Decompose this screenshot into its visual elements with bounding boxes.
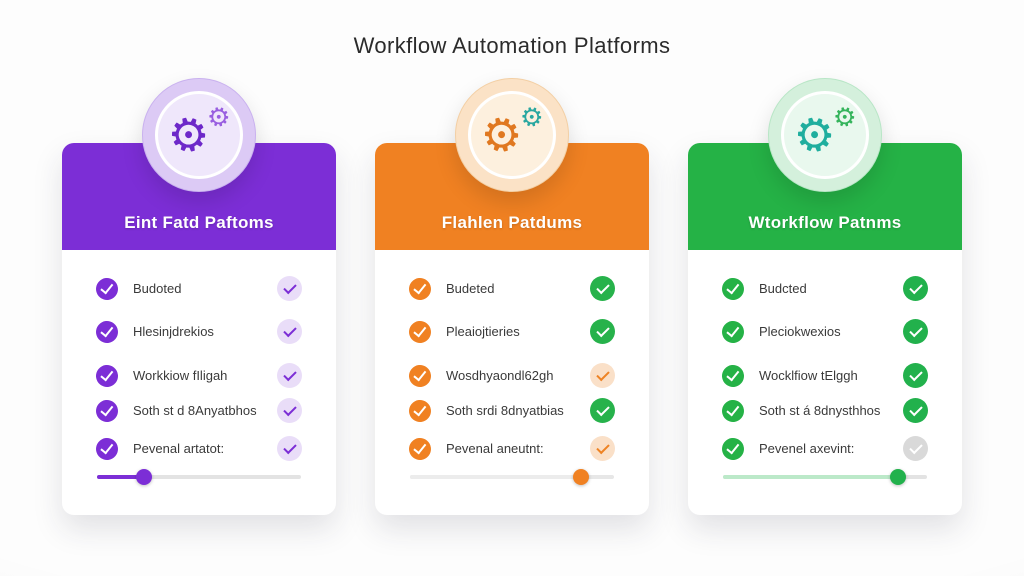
page-title: Workflow Automation Platforms bbox=[353, 33, 671, 58]
check-icon bbox=[407, 436, 433, 461]
feature-row: Budoted bbox=[94, 276, 302, 301]
slider-track[interactable] bbox=[410, 469, 614, 485]
status-check-icon[interactable] bbox=[590, 398, 615, 423]
check-icon bbox=[720, 276, 746, 301]
status-check-icon[interactable] bbox=[903, 319, 928, 344]
feature-label: Pevenal aneutnt: bbox=[446, 441, 544, 456]
status-check-icon[interactable] bbox=[903, 436, 928, 461]
card-title: Eint Fatd Paftoms bbox=[124, 213, 274, 232]
feature-row: Wosdhyaondl62gh bbox=[407, 363, 615, 388]
feature-row: Soth st d 8Anyatbhos bbox=[94, 398, 302, 423]
slider-track[interactable] bbox=[723, 469, 927, 485]
feature-row: Hlesinjdrekios bbox=[94, 319, 302, 344]
feature-label: Pevenal artatot: bbox=[133, 441, 225, 456]
feature-label: Wosdhyaondl62gh bbox=[446, 368, 554, 383]
slider-fill bbox=[410, 475, 582, 479]
check-icon bbox=[720, 398, 746, 423]
progress-slider[interactable] bbox=[96, 469, 302, 485]
check-icon bbox=[720, 363, 746, 388]
check-icon bbox=[407, 276, 433, 301]
status-check-icon[interactable] bbox=[590, 436, 615, 461]
check-icon bbox=[94, 363, 120, 388]
gear-icon-small: ⚙ bbox=[201, 98, 235, 136]
feature-row: Pevenal aneutnt: bbox=[407, 436, 615, 461]
slider-handle[interactable] bbox=[135, 469, 152, 485]
gears-icon: ⚙ ⚙ bbox=[781, 91, 869, 179]
feature-row: Pleaiojtieries bbox=[407, 319, 615, 344]
check-icon bbox=[407, 319, 433, 344]
status-check-icon[interactable] bbox=[277, 319, 302, 344]
check-icon bbox=[94, 319, 120, 344]
platform-card-3: ⚙ ⚙ Wtorkflow Patnms Budcted Pleciokwexi… bbox=[688, 78, 962, 515]
feature-label: Soth st á 8dnysthhos bbox=[759, 403, 881, 418]
feature-row: Workkiow fIligah bbox=[94, 363, 302, 388]
feature-label: Budoted bbox=[133, 281, 182, 296]
icon-badge: ⚙ ⚙ bbox=[142, 78, 256, 192]
check-icon bbox=[94, 398, 120, 423]
feature-label: Budeted bbox=[446, 281, 495, 296]
feature-label: Hlesinjdrekios bbox=[133, 324, 214, 339]
progress-slider[interactable] bbox=[409, 469, 615, 485]
feature-label: Pleaiojtieries bbox=[446, 324, 520, 339]
slider-track[interactable] bbox=[97, 469, 301, 485]
cards-container: ⚙ ⚙ Eint Fatd Paftoms Budoted Hlesinjdre… bbox=[62, 78, 962, 515]
progress-slider[interactable] bbox=[722, 469, 928, 485]
feature-label: Workkiow fIligah bbox=[133, 368, 228, 383]
slider-handle[interactable] bbox=[573, 469, 590, 485]
status-check-icon[interactable] bbox=[277, 276, 302, 301]
slider-fill bbox=[97, 475, 144, 479]
status-check-icon[interactable] bbox=[903, 276, 928, 301]
feature-row: Soth srdi 8dnyatbias bbox=[407, 398, 615, 423]
card-title: Wtorkflow Patnms bbox=[748, 213, 902, 232]
platform-card-2: ⚙ ⚙ Flahlen Patdums Budeted Pleaiojtieri… bbox=[375, 78, 649, 515]
status-check-icon[interactable] bbox=[590, 276, 615, 301]
feature-label: Pevenel axevint: bbox=[759, 441, 855, 456]
check-icon bbox=[94, 436, 120, 461]
feature-row: Pevenal artatot: bbox=[94, 436, 302, 461]
slider-handle[interactable] bbox=[890, 469, 907, 485]
feature-label: Budcted bbox=[759, 281, 807, 296]
status-check-icon[interactable] bbox=[277, 363, 302, 388]
status-check-icon[interactable] bbox=[903, 398, 928, 423]
status-check-icon[interactable] bbox=[277, 436, 302, 461]
slider-fill bbox=[723, 475, 899, 479]
status-check-icon[interactable] bbox=[277, 398, 302, 423]
feature-row: Pevenel axevint: bbox=[720, 436, 928, 461]
check-icon bbox=[407, 363, 433, 388]
card-body: Budcted Pleciokwexios Wocklfiow tElggh S… bbox=[688, 250, 962, 485]
feature-row: Pleciokwexios bbox=[720, 319, 928, 344]
check-icon bbox=[720, 436, 746, 461]
status-check-icon[interactable] bbox=[590, 363, 615, 388]
card-body: Budeted Pleaiojtieries Wosdhyaondl62gh S… bbox=[375, 250, 649, 485]
feature-row: Budcted bbox=[720, 276, 928, 301]
check-icon bbox=[407, 398, 433, 423]
check-icon bbox=[720, 319, 746, 344]
feature-label: Soth st d 8Anyatbhos bbox=[133, 403, 257, 418]
card-title: Flahlen Patdums bbox=[441, 213, 583, 232]
feature-label: Wocklfiow tElggh bbox=[759, 368, 858, 383]
platform-card-1: ⚙ ⚙ Eint Fatd Paftoms Budoted Hlesinjdre… bbox=[62, 78, 336, 515]
card-header: Wtorkflow Patnms bbox=[688, 143, 962, 250]
feature-row: Budeted bbox=[407, 276, 615, 301]
icon-badge: ⚙ ⚙ bbox=[455, 78, 569, 192]
status-check-icon[interactable] bbox=[903, 363, 928, 388]
feature-label: Soth srdi 8dnyatbias bbox=[446, 403, 564, 418]
check-icon bbox=[94, 276, 120, 301]
icon-badge: ⚙ ⚙ bbox=[768, 78, 882, 192]
feature-row: Soth st á 8dnysthhos bbox=[720, 398, 928, 423]
gears-icon: ⚙ ⚙ bbox=[155, 91, 243, 179]
gear-icon-small: ⚙ bbox=[514, 98, 548, 136]
status-check-icon[interactable] bbox=[590, 319, 615, 344]
gears-icon: ⚙ ⚙ bbox=[468, 91, 556, 179]
feature-row: Wocklfiow tElggh bbox=[720, 363, 928, 388]
feature-label: Pleciokwexios bbox=[759, 324, 841, 339]
card-body: Budoted Hlesinjdrekios Workkiow fIligah … bbox=[62, 250, 336, 485]
gear-icon-small: ⚙ bbox=[827, 98, 861, 136]
